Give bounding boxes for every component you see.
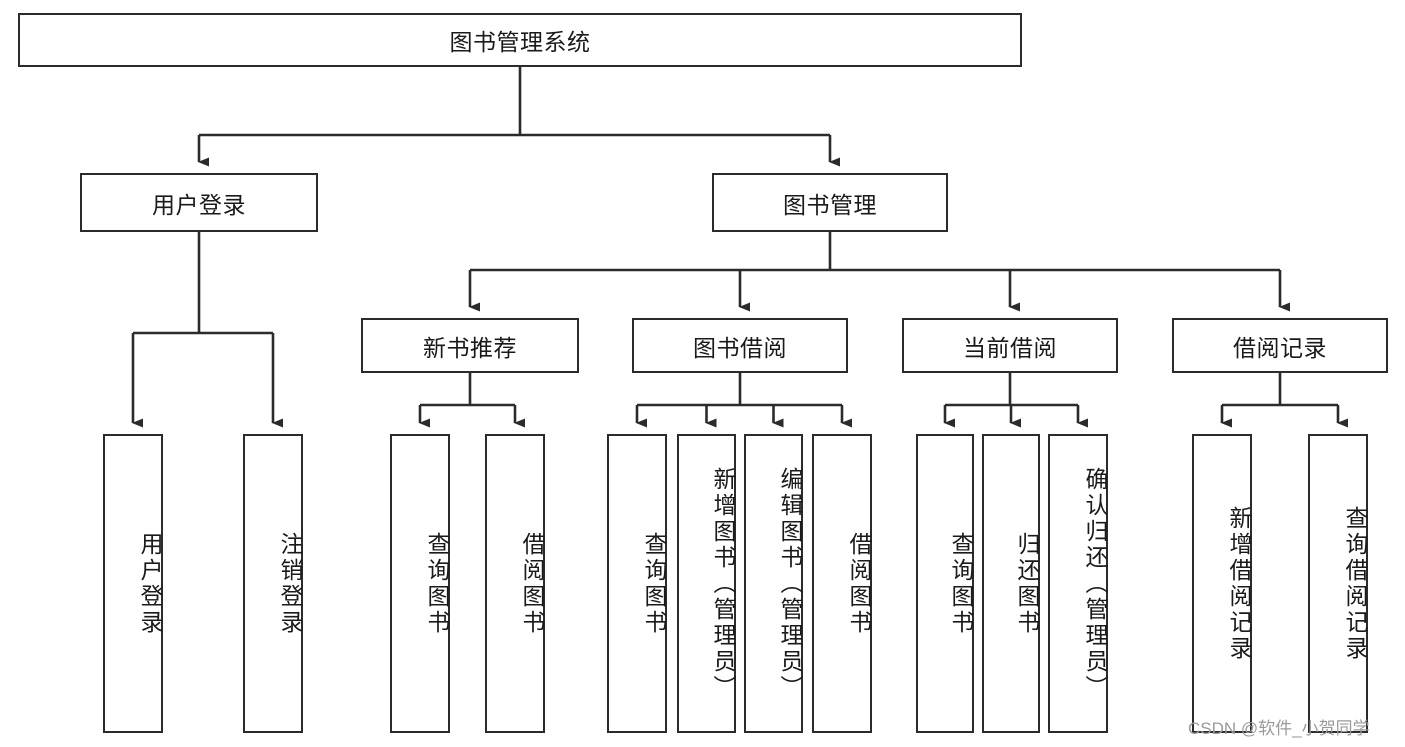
node-label: 编辑图书（管理员）: [777, 466, 803, 701]
node-label: 图书管理: [783, 191, 877, 218]
node-leaf-borrow-book-1[interactable]: 借阅图书: [485, 434, 545, 733]
node-label: 注销登录: [277, 531, 303, 636]
node-leaf-query-book-1[interactable]: 查询图书: [390, 434, 450, 733]
node-leaf-user-login[interactable]: 用户登录: [103, 434, 163, 733]
node-root[interactable]: 图书管理系统: [18, 13, 1022, 67]
node-current-borrow[interactable]: 当前借阅: [902, 318, 1118, 373]
node-label: 新增图书（管理员）: [710, 466, 736, 701]
node-borrow-record[interactable]: 借阅记录: [1172, 318, 1388, 373]
node-label: 图书管理系统: [449, 29, 591, 55]
node-label: 查询图书: [948, 531, 974, 636]
node-label: 图书借阅: [693, 334, 787, 361]
node-new-book-rec[interactable]: 新书推荐: [361, 318, 579, 373]
node-label: 用户登录: [152, 191, 246, 218]
node-label: 查询图书: [424, 531, 450, 636]
node-label: 归还图书: [1014, 531, 1040, 636]
node-label: 借阅记录: [1233, 334, 1327, 361]
node-label: 查询借阅记录: [1342, 505, 1368, 662]
node-label: 确认归还（管理员）: [1082, 466, 1108, 701]
node-leaf-return-book[interactable]: 归还图书: [982, 434, 1040, 733]
node-user-login[interactable]: 用户登录: [80, 173, 318, 232]
node-label: 当前借阅: [963, 334, 1057, 361]
node-leaf-borrow-book-2[interactable]: 借阅图书: [812, 434, 872, 733]
node-leaf-edit-book[interactable]: 编辑图书（管理员）: [744, 434, 803, 733]
node-leaf-query-book-3[interactable]: 查询图书: [916, 434, 974, 733]
node-label: 用户登录: [137, 531, 163, 636]
node-leaf-query-book-2[interactable]: 查询图书: [607, 434, 667, 733]
node-leaf-add-record[interactable]: 新增借阅记录: [1192, 434, 1252, 733]
node-leaf-confirm-return[interactable]: 确认归还（管理员）: [1048, 434, 1108, 733]
node-label: 借阅图书: [846, 531, 872, 636]
node-leaf-logout[interactable]: 注销登录: [243, 434, 303, 733]
node-leaf-query-record[interactable]: 查询借阅记录: [1308, 434, 1368, 733]
node-label: 新增借阅记录: [1226, 505, 1252, 662]
node-label: 新书推荐: [423, 334, 517, 361]
node-label: 查询图书: [641, 531, 667, 636]
node-label: 借阅图书: [519, 531, 545, 636]
node-leaf-add-book[interactable]: 新增图书（管理员）: [677, 434, 736, 733]
csdn-watermark: CSDN @软件_小贺同学: [1188, 719, 1370, 738]
node-book-manage[interactable]: 图书管理: [712, 173, 948, 232]
node-book-borrow[interactable]: 图书借阅: [632, 318, 848, 373]
